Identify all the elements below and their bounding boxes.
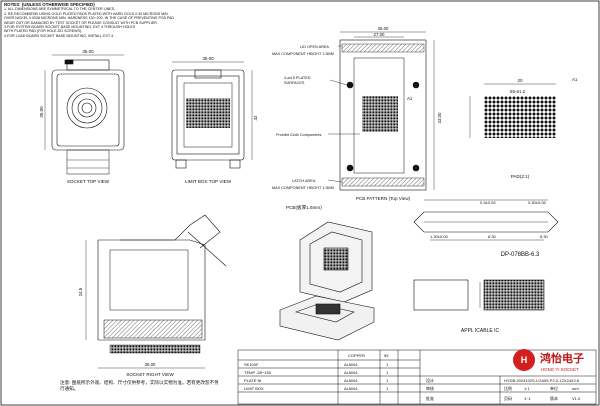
sheet-value: 1~1: [524, 396, 532, 401]
tb-row1-spec: SK100F: [244, 362, 259, 367]
tb-row3-spec: PLATE Ni: [244, 378, 261, 383]
dim-socket-width: 35.00: [82, 49, 94, 54]
dim-pcb-width: 35.00: [378, 26, 390, 31]
tb-row2-material: AL6061: [344, 370, 359, 375]
notes-line: 2. RE-RECOMMEND USING GOLD PLATED PADS P…: [4, 11, 169, 16]
unit-label: 单位: [550, 385, 558, 391]
caption-socket-right-view: SOCKET RIGHT VIEW: [126, 372, 174, 377]
pad-pitch-label: 55-ø1.2: [510, 89, 526, 94]
tb-row2-qty: 1: [386, 370, 389, 375]
tb-row4-spec: LIMIT BOX: [244, 386, 264, 391]
company-logo: H 鸿怡电子 HONG YI SOCKET: [513, 349, 584, 372]
applicable-ic-view: [413, 279, 545, 311]
socket-top-view: 35.00 35.00: [39, 49, 125, 175]
svg-text:H: H: [521, 355, 528, 365]
dim-pad-width: 20: [517, 78, 523, 83]
notes-block: NOTES: (UNLESS OTHERWISE SPECIFIED) 1. A…: [4, 2, 244, 38]
company-name-cn: 鸿怡电子: [540, 351, 584, 365]
dp-part-label: DP-078BB-6.3: [501, 252, 540, 258]
dim-ic-width-2: 8.30: [540, 234, 549, 239]
version-label: 版本: [550, 395, 558, 401]
prohibit-components-label: Prohibit Cloth Components: [276, 133, 321, 137]
max-height-top-label: MAX COMPONENT HEIGHT 1.5MM: [272, 52, 334, 56]
pcb-pattern-view: 35.00 27.00 43.00 A1: [339, 26, 442, 191]
notes-line: 4.FOR LOAD BOARD SOCKET BASE MOUNTING, I…: [4, 33, 115, 38]
caption-socket-top-view: SOCKET TOP VIEW: [67, 179, 110, 184]
drawing-number: HYDB-2024102S-LGA55-P2.0-12X24X2.8: [504, 378, 580, 383]
a1-marker: A1: [407, 96, 413, 101]
mount-hole-icon: [412, 164, 420, 172]
mount-hole-icon: [346, 81, 354, 89]
notes-heading: NOTES: (UNLESS OTHERWISE SPECIFIED): [4, 2, 95, 7]
unit-value: mm: [572, 386, 579, 391]
scale-value: 1:1: [524, 386, 530, 391]
pcb-thickness-label: PCB(板厚1.6mm): [286, 205, 322, 210]
plated-screws-label: 4-ø4.5 PLATED: [284, 76, 311, 80]
lid-open-area-label: LID OPEN AREA: [300, 45, 329, 49]
caption-limit-box-top-view: LIMIT BOX TOP VIEW: [185, 179, 232, 184]
mount-hole-icon: [412, 81, 420, 89]
mount-hole-icon: [346, 164, 354, 172]
notes-line: 1. ALL DIMENSIONS ARE SYMMETRICAL TO THE…: [4, 7, 115, 12]
limit-box-top-view: 35.00 42: [171, 56, 258, 169]
plated-screws-sub-label: SURFACES: [284, 81, 305, 85]
notes-line: 3.FOR SYSTEM BOARD SOCKET BASE MOUNTING,…: [4, 25, 136, 30]
limit-box-pin-array: [186, 98, 230, 128]
dim-right-height: 24.5: [78, 287, 83, 296]
version-value: V1.0: [572, 396, 581, 401]
ic-side-profile: 0.3±0.05 0.30±0.05 1.30±0.05 6.30 8.30: [413, 199, 559, 241]
material-header: COPPER: [348, 353, 365, 358]
checker-label: 审核: [426, 385, 434, 391]
dim-ic-width: 6.30: [488, 234, 497, 239]
scale-label: 比例: [504, 385, 512, 391]
pad-a1-marker: A1: [572, 77, 578, 82]
caption-applicable-ic: APPL ICABLE IC: [461, 328, 500, 334]
max-height-bottom-label: MAX COMPONENT HEIGHT 1.5MM: [272, 186, 334, 190]
notes-line: WEAR OUT OR DAMAGED BY TEST SOCKET OR PL…: [4, 20, 158, 25]
material-value: 55: [384, 353, 389, 358]
dim-right-width: 35.00: [145, 362, 157, 367]
tb-row1-qty: 1: [386, 362, 389, 367]
tb-row1-material: AL6061: [344, 362, 359, 367]
caption-pcb-pattern: PCB PATTERN (Top View): [356, 196, 411, 201]
company-name-en: HONG YI SOCKET: [541, 367, 579, 372]
socket-3d-closed: [279, 295, 375, 341]
approver-label: 批准: [426, 395, 434, 401]
tb-row3-material: AL6061: [344, 378, 359, 383]
tb-row3-qty: 1: [386, 378, 389, 383]
title-block: [237, 349, 597, 405]
caption-pad: PAD(2:1): [511, 174, 530, 179]
dim-ic-top: 0.3±0.05: [480, 200, 496, 205]
pad-grid: [484, 96, 556, 138]
dim-socket-height: 35.00: [39, 106, 44, 118]
tb-row4-qty: 1: [386, 386, 389, 391]
dim-ic-left: 1.30±0.05: [430, 234, 449, 239]
latch-area-label: LATCH AREA: [292, 179, 316, 183]
chinese-disclaimer: 注意: 图纸所示外观、结构、尺寸仅供参考，实际以实物为准。若有更改恕不另行通知。: [60, 380, 219, 391]
dim-pcb-height: 43.00: [437, 112, 442, 124]
dim-limit-box-height: 42: [253, 115, 258, 121]
pad-detail-view: 20 55-ø1.2 A1: [469, 77, 578, 138]
dim-ic-right: 0.30±0.05: [528, 200, 547, 205]
notes-line: WITH PLATED PAD (FOR HOLE-DO SCREWS).: [4, 29, 83, 34]
tb-row2-spec: TEMP -55~150: [244, 370, 272, 375]
lid-round-icon: [66, 87, 108, 129]
socket-right-view: 35.00 24.5: [78, 214, 227, 369]
pcb-pad-array: [362, 96, 398, 132]
notes-line: OVER NICKEL 0.0038 MICRONS MIN. HARDNESS…: [4, 16, 174, 21]
sheet-label: 页码: [504, 395, 512, 401]
dim-limit-box-width: 35.00: [202, 56, 214, 61]
socket-3d-open: [299, 221, 373, 303]
tb-row4-material: AL6061: [344, 386, 359, 391]
dim-pcb-inner-width: 27.00: [374, 32, 386, 37]
designer-label: 设计: [426, 377, 434, 383]
